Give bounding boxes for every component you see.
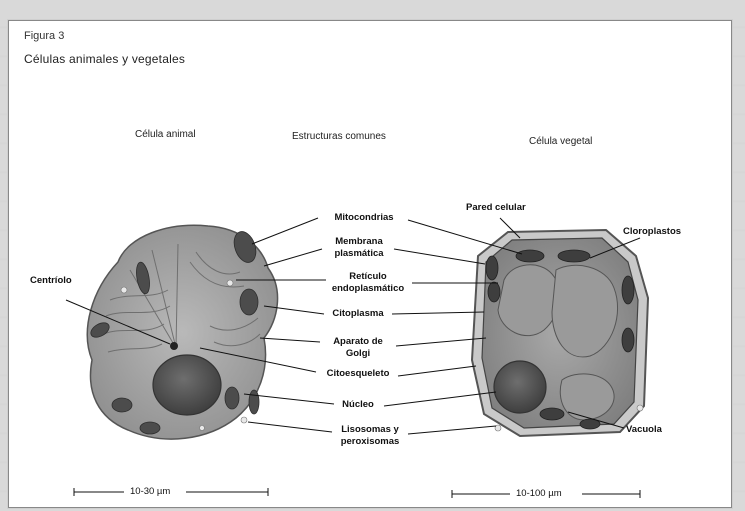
scale-label-plant: 10-100 µm [516, 488, 562, 499]
label-lisosomas: Lisosomas y peroxisomas [332, 424, 408, 448]
leader-lisosomas-plant [408, 426, 496, 434]
scale-label-animal: 10-30 µm [130, 486, 170, 497]
label-centriolo: Centríolo [30, 275, 72, 287]
label-citoesqueleto: Citoesqueleto [316, 368, 400, 380]
animal-nucleus [153, 355, 221, 415]
leader-citoplasma-plant [392, 312, 484, 314]
label-citoplasma: Citoplasma [320, 308, 396, 320]
animal-cell [87, 225, 277, 439]
leader-citoesqueleto-plant [398, 366, 476, 376]
label-reticulo: Retículo endoplasmático [322, 271, 414, 295]
label-vacuola: Vacuola [626, 424, 662, 436]
centriole-mark [170, 342, 178, 350]
plant-nucleus [494, 361, 546, 413]
label-cloroplastos: Cloroplastos [623, 226, 681, 238]
label-pared: Pared celular [466, 202, 526, 214]
leader-membrana-plant [394, 249, 485, 264]
leader-lisosomas-animal [248, 422, 332, 432]
label-nucleo: Núcleo [330, 399, 386, 411]
leader-membrana-animal [264, 249, 322, 266]
leader-golgi-animal [260, 338, 320, 342]
plant-cell [472, 230, 648, 436]
label-membrana: Membrana plasmática [324, 236, 394, 260]
label-golgi: Aparato de Golgi [320, 336, 396, 360]
leader-nucleo-plant [384, 392, 496, 406]
leader-mitocondrias-animal [252, 218, 318, 244]
label-mitocondrias: Mitocondrias [314, 212, 414, 224]
